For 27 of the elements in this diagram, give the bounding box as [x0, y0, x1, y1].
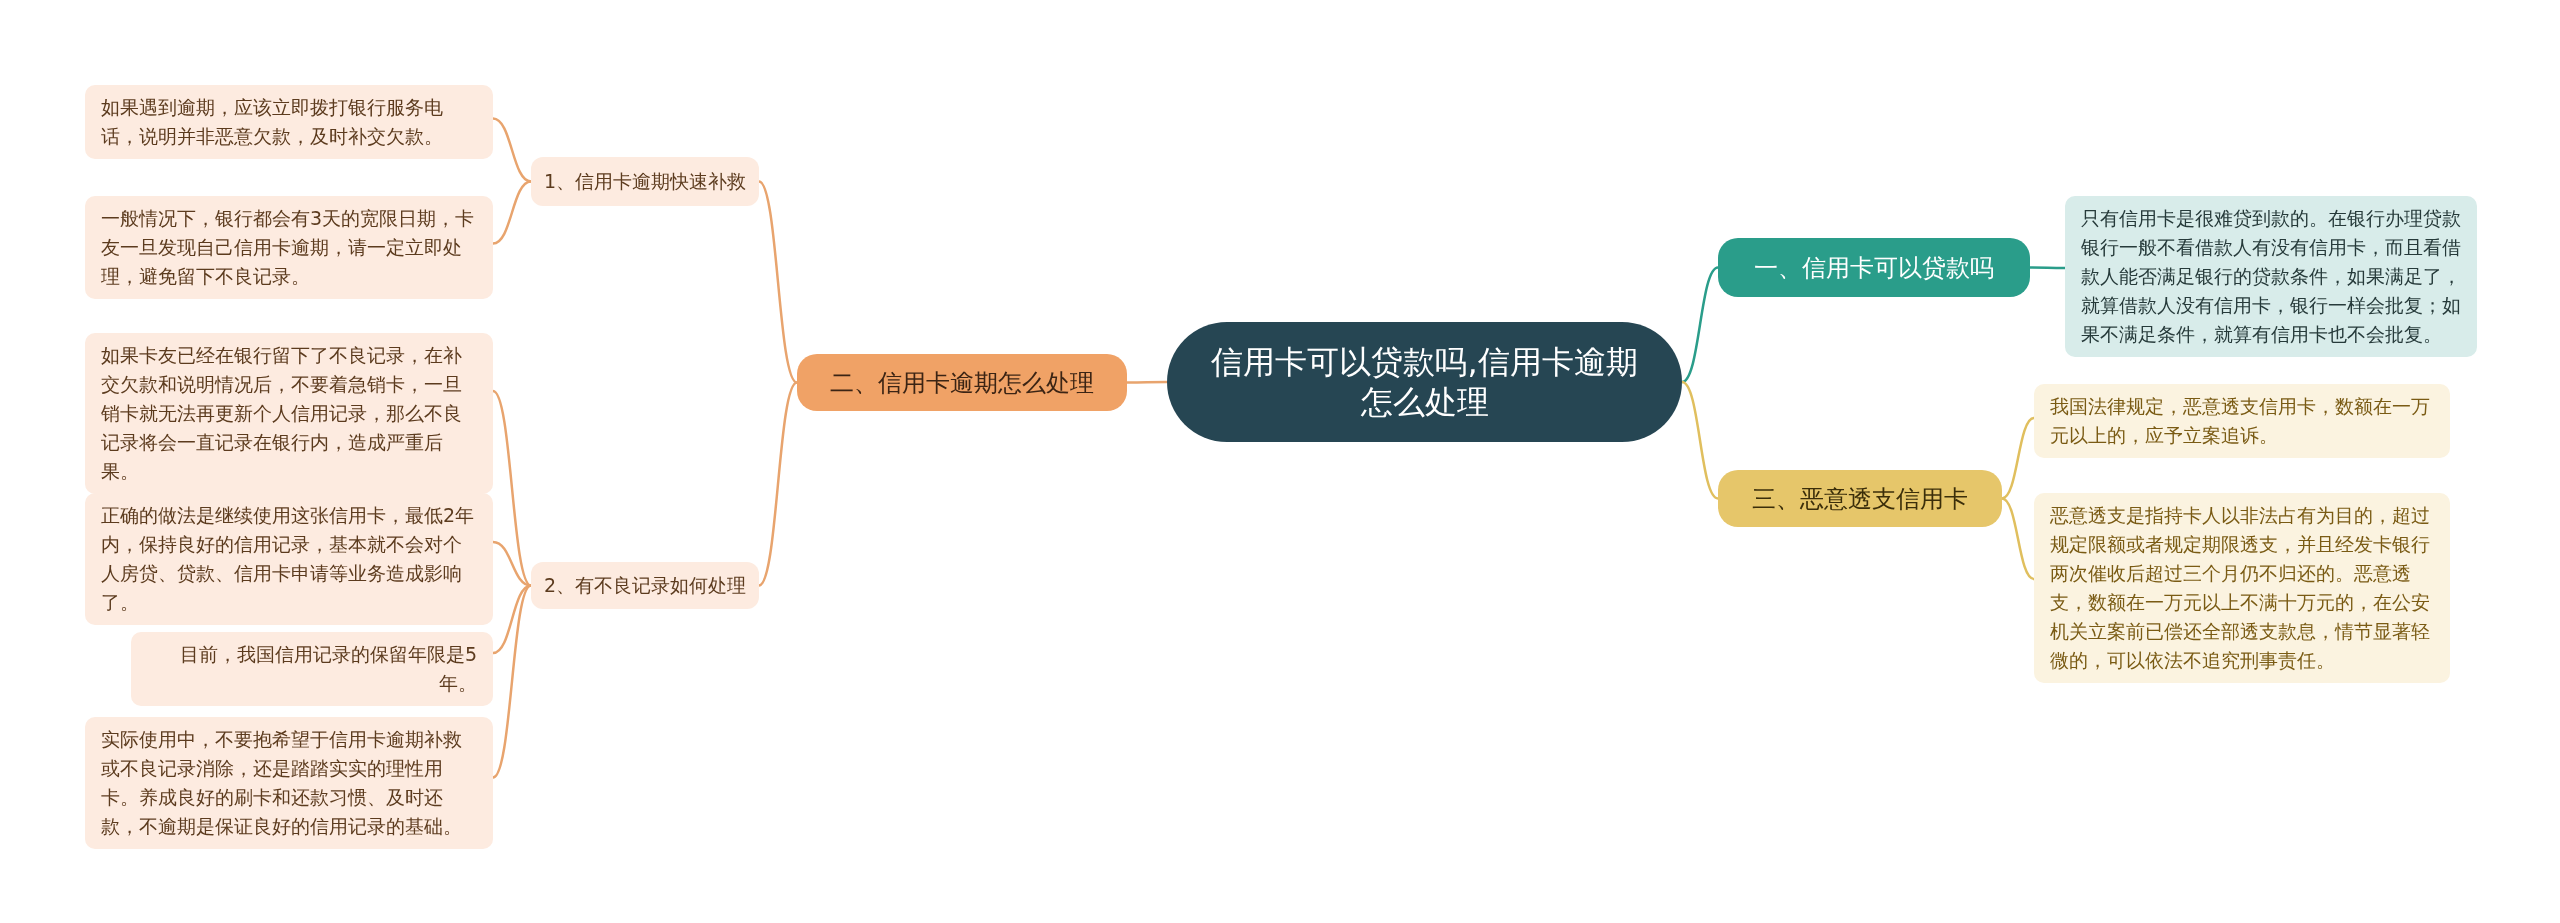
connector-line: [492, 117, 532, 183]
note-card: 我国法律规定，恶意透支信用卡，数额在一万元以上的，应予立案追诉。: [2034, 384, 2450, 458]
connector-line: [492, 584, 532, 779]
note-card: 一般情况下，银行都会有3天的宽限日期，卡友一旦发现自己信用卡逾期，请一定立即处理，避免留下不良记录。: [85, 196, 493, 299]
connector-line: [1681, 266, 1719, 384]
connector-line: [2001, 497, 2035, 581]
main-topic: 三、恶意透支信用卡: [1718, 470, 2002, 527]
subtopic: 2、有不良记录如何处理: [531, 562, 759, 609]
main-topic: 二、信用卡逾期怎么处理: [797, 354, 1127, 411]
main-topic: 一、信用卡可以贷款吗: [1718, 238, 2030, 297]
connector-line: [2030, 266, 2065, 270]
connector-line: [2001, 416, 2035, 500]
subtopic: 1、信用卡逾期快速补救: [531, 157, 759, 206]
root-topic: 信用卡可以贷款吗,信用卡逾期怎么处理: [1167, 322, 1682, 442]
note-card: 目前，我国信用记录的保留年限是5年。: [131, 632, 493, 706]
note-card: 如果卡友已经在银行留下了不良记录，在补交欠款和说明情况后，不要着急销卡，一旦销卡就无法再更新个人信用记录，那么不良记录将会一直记录在银行内，造成严重后果。: [85, 333, 493, 494]
note-card: 如果遇到逾期，应该立即拨打银行服务电话，说明并非恶意欠款，及时补交欠款。: [85, 85, 493, 159]
connector-line: [1127, 380, 1167, 384]
connector-line: [492, 390, 532, 587]
connector-line: [758, 180, 798, 384]
connector-line: [1681, 380, 1719, 500]
note-card: 恶意透支是指持卡人以非法占有为目的，超过规定限额或者规定期限透支，并且经发卡银行两次催收后超过三个月仍不归还的。恶意透支，数额在一万元以上不满十万元的，在公安机关立案前已偿还全部透支款息，情节显著轻微的，可以依法不追究刑事责任。: [2034, 493, 2450, 683]
note-card: 正确的做法是继续使用这张信用卡，最低2年内，保持良好的信用记录，基本就不会对个人房贷、贷款、信用卡申请等业务造成影响了。: [85, 493, 493, 625]
connector-line: [758, 381, 798, 587]
note-card: 只有信用卡是很难贷到款的。在银行办理贷款银行一般不看借款人有没有信用卡，而且看借款人能否满足银行的贷款条件，如果满足了，就算借款人没有信用卡，银行一样会批复；如果不满足条件，就算有信用卡也不会批复。: [2065, 196, 2477, 357]
note-card: 实际使用中，不要抱希望于信用卡逾期补救或不良记录消除，还是踏踏实实的理性用卡。养成良好的刷卡和还款习惯、及时还款，不逾期是保证良好的信用记录的基础。: [85, 717, 493, 849]
connector-line: [492, 180, 532, 245]
